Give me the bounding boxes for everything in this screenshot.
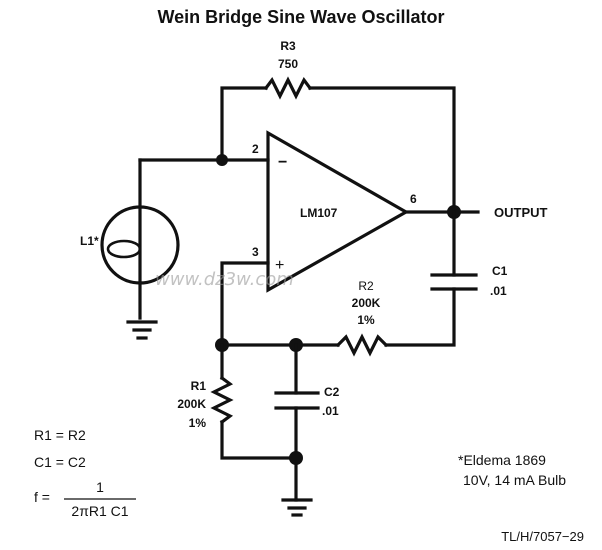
output-label: OUTPUT: [494, 205, 548, 220]
r3-value: 750: [278, 57, 298, 71]
wire-feedback-left: [220, 86, 268, 162]
bulb-filament-icon: [106, 239, 142, 259]
bulb-l1-icon: [100, 205, 180, 285]
resistor-r1: [210, 375, 234, 425]
figure-id: TL/H/7057−29: [501, 529, 584, 544]
inverting-sign: −: [278, 154, 287, 171]
pin-2-label: 2: [252, 142, 259, 156]
resistor-r3: [263, 76, 313, 100]
equation-r1-r2: R1 = R2: [34, 427, 86, 443]
c1-value: .01: [490, 284, 507, 298]
noninverting-sign: +: [275, 257, 284, 274]
watermark: www.dz3w.com: [155, 269, 294, 290]
ground-icon-main: [281, 498, 313, 517]
r2-tolerance: 1%: [357, 313, 375, 327]
pin-3-label: 3: [252, 245, 259, 259]
r1-tolerance: 1%: [189, 416, 207, 430]
junction-ground: [289, 451, 303, 465]
pin-6-label: 6: [410, 192, 417, 206]
c2-value: .01: [322, 404, 339, 418]
equation-f-lhs: f =: [34, 489, 50, 505]
r1-name: R1: [191, 379, 207, 393]
wire-noninverting-input: [220, 261, 270, 347]
resistor-r2: [335, 333, 389, 357]
wire-feedback-right: [308, 86, 456, 214]
footnote-line2: 10V, 14 mA Bulb: [463, 472, 566, 488]
c1-name: C1: [492, 264, 508, 278]
equation-f-denominator: 2πR1 C1: [71, 503, 128, 519]
r3-name: R3: [280, 39, 296, 53]
footnote-line1: *Eldema 1869: [458, 452, 546, 468]
diagram-title: Wein Bridge Sine Wave Oscillator: [157, 7, 444, 27]
l1-label: L1*: [80, 234, 99, 248]
equation-c1-c2: C1 = C2: [34, 454, 86, 470]
r2-value: 200K: [352, 296, 381, 310]
wire-c1-bottom: [384, 287, 456, 347]
junction-inverting: [216, 154, 228, 166]
opamp-name: LM107: [300, 206, 338, 220]
ground-icon-bulb: [126, 320, 158, 340]
equation-f-numerator: 1: [96, 479, 104, 495]
r2-name: R2: [358, 279, 374, 293]
r1-value: 200K: [177, 397, 206, 411]
opamp-lm107: [266, 130, 410, 293]
c2-name: C2: [324, 385, 340, 399]
wire-r1-bottom: [220, 420, 298, 460]
